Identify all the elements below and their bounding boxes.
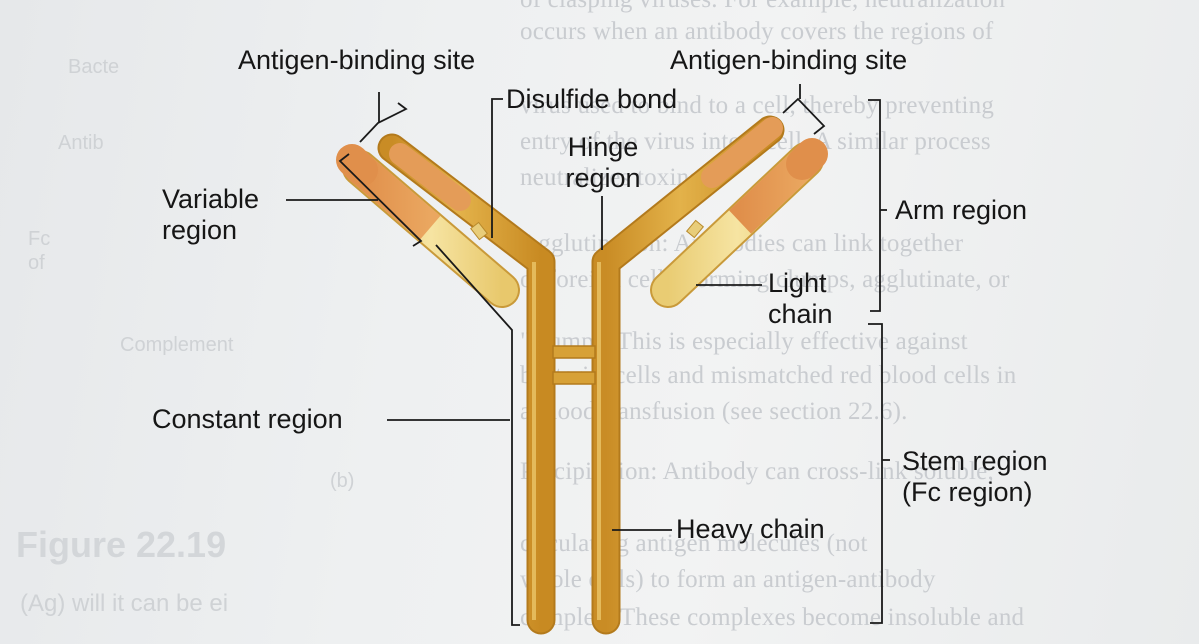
heavy-chain-label: Heavy chain [676, 514, 825, 545]
antigen-site-right-bracket [783, 99, 824, 134]
arm-region-label: Arm region [895, 195, 1027, 226]
stem-region-bracket [868, 324, 882, 623]
stem-region-label-line2: (Fc region) [902, 477, 1048, 508]
hinge-region-label: Hinge region [553, 132, 653, 194]
antigen-binding-site-left-label: Antigen-binding site [238, 45, 475, 76]
stem-disulfide-bridges [553, 346, 595, 384]
variable-region-label-line1: Variable [162, 184, 259, 215]
light-chain-label-line2: chain [768, 299, 833, 330]
stem-region-label-line1: Stem region [902, 446, 1048, 477]
variable-region-label: Variable region [162, 184, 259, 246]
constant-region-label: Constant region [152, 404, 343, 435]
light-chain-label: Light chain [768, 268, 833, 330]
arm-region-bracket [868, 100, 880, 311]
disulfide-bond-label: Disulfide bond [506, 84, 677, 115]
hinge-region-label-line1: Hinge [553, 132, 653, 163]
variable-region-label-line2: region [162, 215, 259, 246]
light-chain-label-line1: Light [768, 268, 833, 299]
hinge-region-label-line2: region [553, 163, 653, 194]
antigen-binding-site-right-label: Antigen-binding site [670, 45, 907, 76]
stem-region-label: Stem region (Fc region) [902, 446, 1048, 508]
